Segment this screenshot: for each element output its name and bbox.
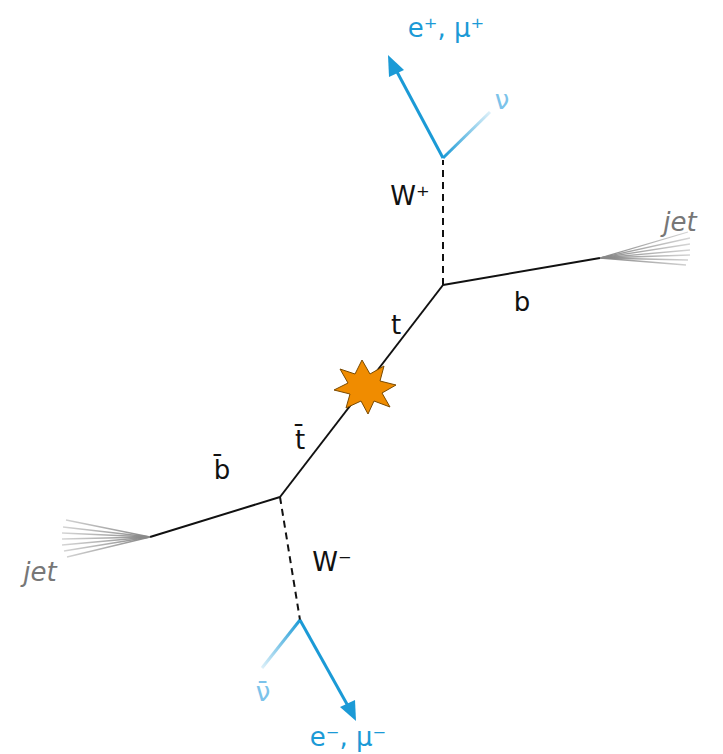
neutrino-line — [262, 620, 300, 668]
quark-label: b — [514, 289, 531, 315]
jet-fan — [600, 232, 690, 265]
arrowhead — [388, 55, 404, 77]
quark-line — [280, 285, 443, 497]
arrowhead — [340, 700, 356, 721]
lepton-line — [300, 620, 348, 706]
boson-label: W⁻ — [312, 549, 351, 575]
neutrino-label: ν — [495, 87, 510, 113]
jet-fan — [62, 520, 150, 557]
boson-label: W⁺ — [390, 183, 429, 209]
lepton-line — [396, 70, 443, 158]
jet-label: jet — [663, 209, 696, 235]
jet-label: jet — [23, 559, 56, 585]
quark-label: t̄ — [295, 427, 305, 453]
neutrino-label: ν̄ — [256, 679, 271, 705]
lepton-label: e⁺, μ⁺ — [408, 15, 485, 41]
collision-star — [334, 360, 396, 414]
w-boson-line — [442, 160, 444, 285]
lepton-label: e⁻, μ⁻ — [310, 724, 387, 750]
quark-label: b̄ — [214, 457, 231, 483]
quark-line — [443, 258, 600, 285]
quark-label: t — [391, 312, 401, 338]
w-boson-line — [280, 497, 300, 620]
neutrino-line — [443, 112, 490, 158]
quark-line — [150, 497, 280, 537]
